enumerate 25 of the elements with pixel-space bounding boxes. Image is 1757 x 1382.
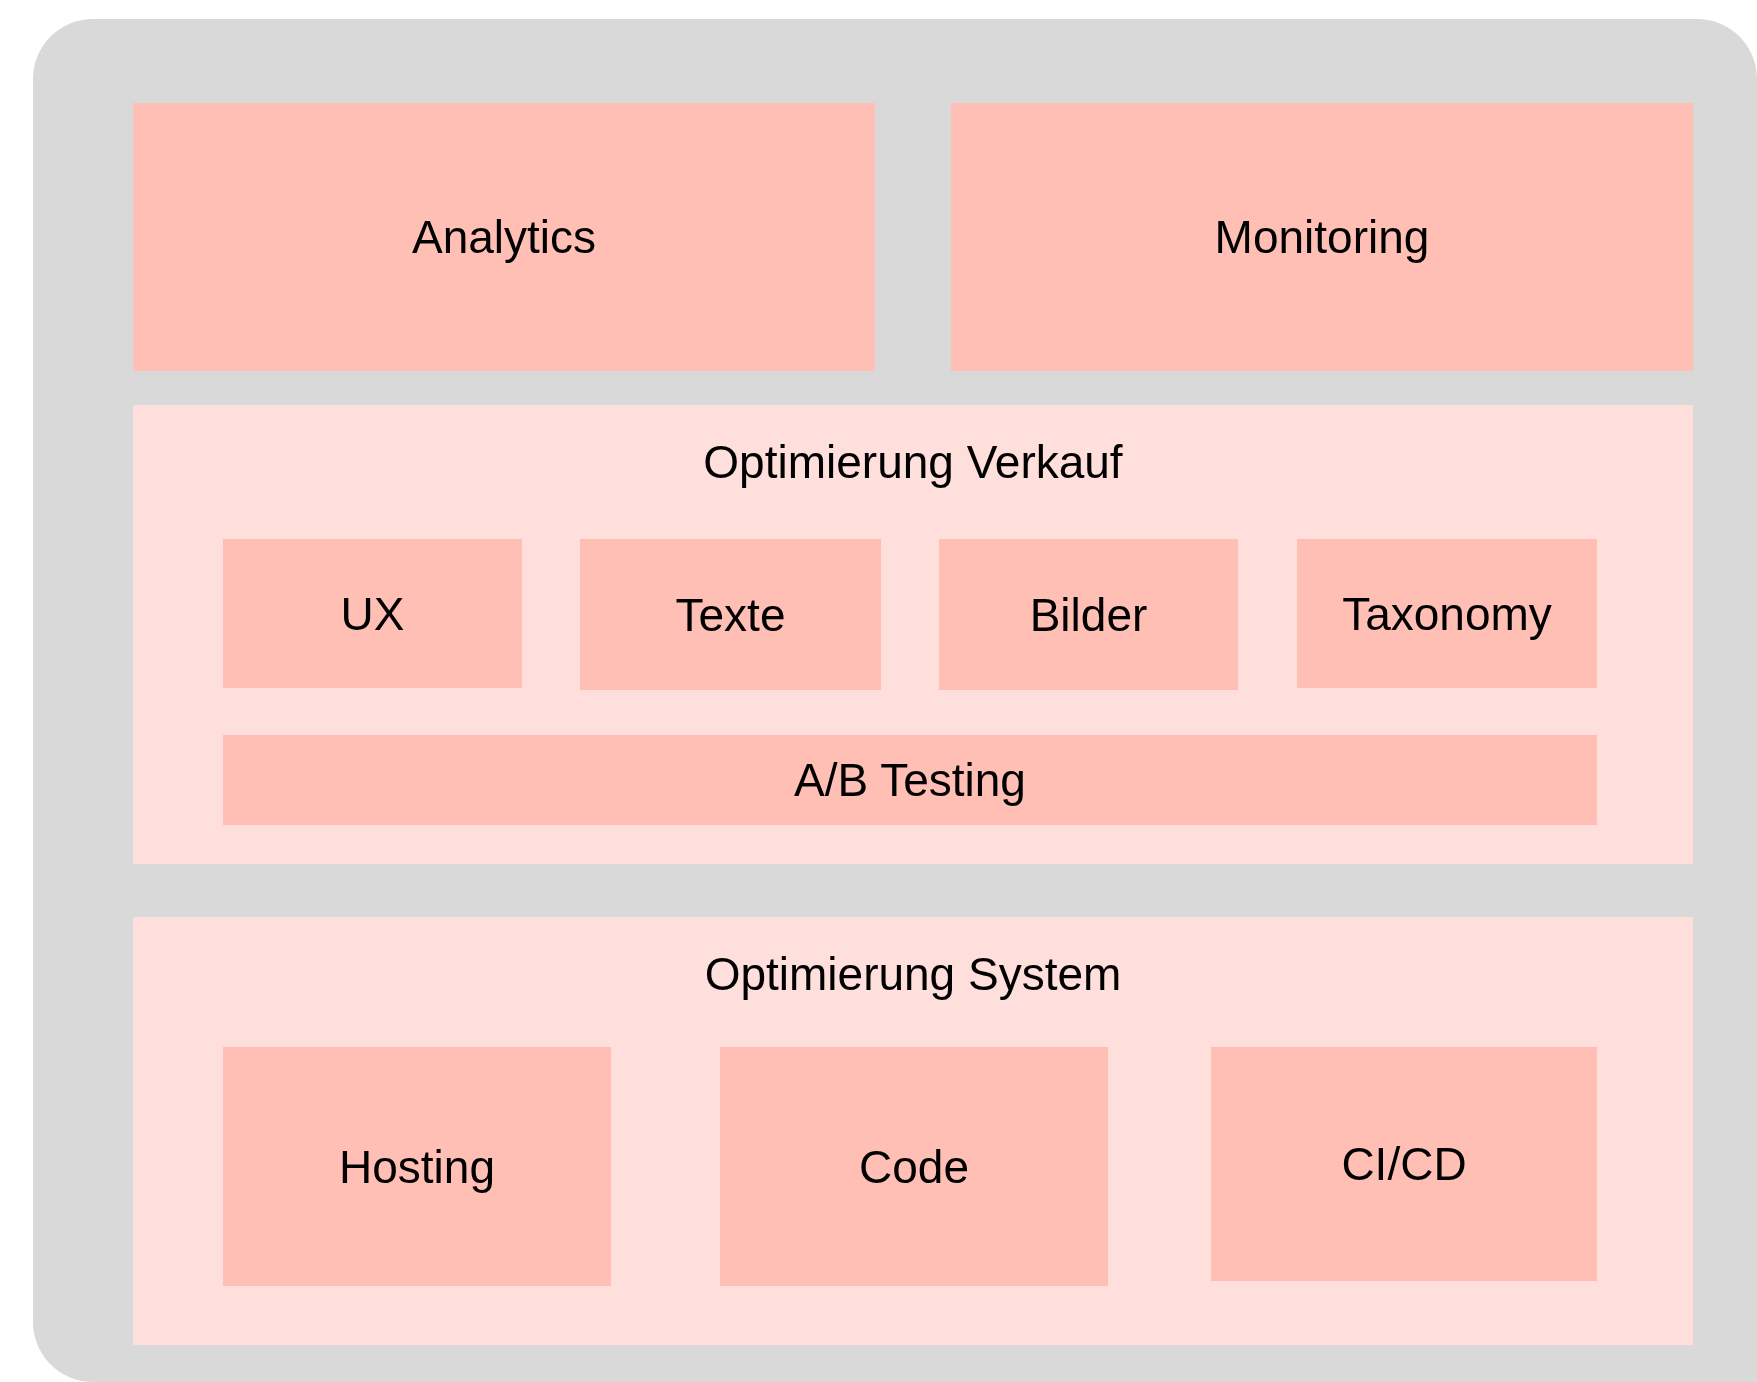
group-panel <box>133 917 1693 1345</box>
block <box>939 539 1238 690</box>
group-heading: Optimierung Verkauf <box>702 435 1124 489</box>
panel-background <box>33 19 1757 1382</box>
group-panel <box>133 405 1693 864</box>
block-label: UX <box>340 586 405 641</box>
block-label: Monitoring <box>1214 210 1430 264</box>
group-heading: Optimierung System <box>703 947 1123 1001</box>
block-label: Taxonomy <box>1342 586 1552 641</box>
block <box>580 539 881 690</box>
block <box>133 103 875 371</box>
block-label: A/B Testing <box>794 753 1026 807</box>
block <box>223 1047 611 1286</box>
block-label: Texte <box>675 587 786 642</box>
block-label: CI/CD <box>1341 1137 1467 1191</box>
block-label: Code <box>859 1139 969 1194</box>
block <box>720 1047 1108 1286</box>
block <box>951 103 1693 371</box>
block <box>223 735 1597 825</box>
block <box>223 539 522 688</box>
block <box>1211 1047 1597 1281</box>
block-label: Analytics <box>411 210 597 264</box>
block-label: Hosting <box>339 1139 495 1194</box>
block-label: Bilder <box>1029 587 1148 642</box>
block <box>1297 539 1597 688</box>
